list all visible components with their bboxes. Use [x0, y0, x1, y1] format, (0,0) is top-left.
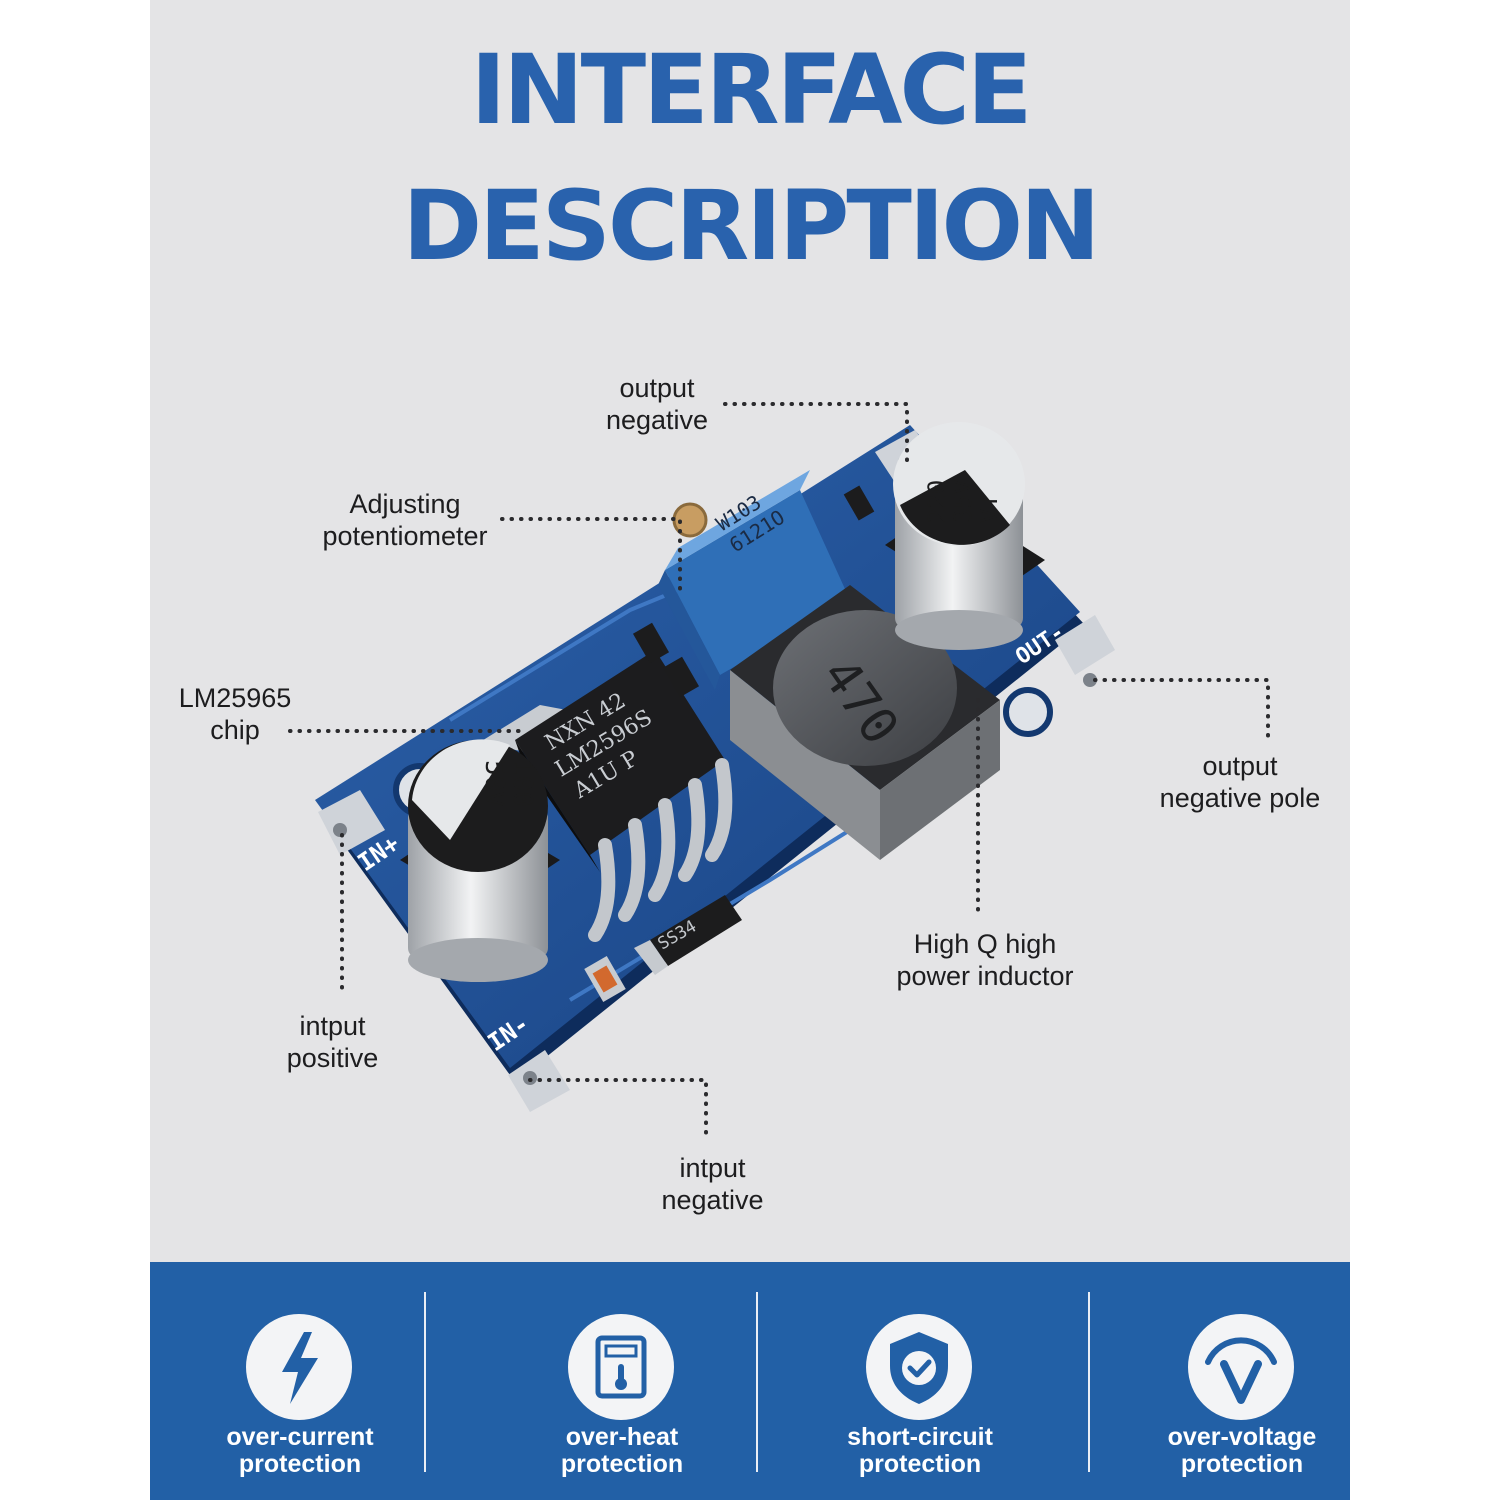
leader-input-negative: [528, 1078, 708, 1140]
voltage-gauge-icon: [1188, 1314, 1294, 1420]
output-capacitor: 220 35V VT: [885, 422, 1045, 650]
shield-check-icon: [866, 1314, 972, 1420]
product-panel: INTERFACE DESCRIPTION: [150, 0, 1350, 1500]
buck-converter-board: IN+ IN- OUT- NXN 42 LM2596S A1U P: [315, 422, 1115, 1112]
lm2596-chip: NXN 42 LM2596S A1U P: [480, 650, 733, 942]
output-cap-marking-1: 220: [923, 480, 951, 523]
page-title-line1: INTERFACE: [470, 34, 1033, 146]
thermometer-icon: [568, 1314, 674, 1420]
leader-output-negative-pole: [1093, 678, 1270, 744]
feature-divider: [1088, 1292, 1090, 1472]
input-cap-marking-1: 100: [507, 760, 537, 807]
leader-potentiometer: [500, 517, 682, 592]
page-title-line2: DESCRIPTION: [402, 170, 1100, 282]
input-cap-marking-2: 50V: [479, 760, 509, 807]
smd-components: [584, 485, 875, 1002]
input-cap-marking-3: VT: [451, 760, 481, 792]
adjusting-potentiometer: W103 6121O: [658, 470, 850, 690]
feature-divider: [756, 1292, 758, 1472]
output-cap-marking-3: VT: [975, 494, 1003, 523]
power-inductor: 470: [730, 585, 1000, 860]
input-capacitor: 100 50V VT: [400, 739, 560, 982]
feature-divider: [424, 1292, 426, 1472]
output-cap-marking-2: 35V: [949, 480, 977, 523]
lightning-bolt-icon: [246, 1314, 352, 1420]
callout-leaders: [288, 402, 1270, 1140]
leader-output-negative: [723, 402, 909, 464]
